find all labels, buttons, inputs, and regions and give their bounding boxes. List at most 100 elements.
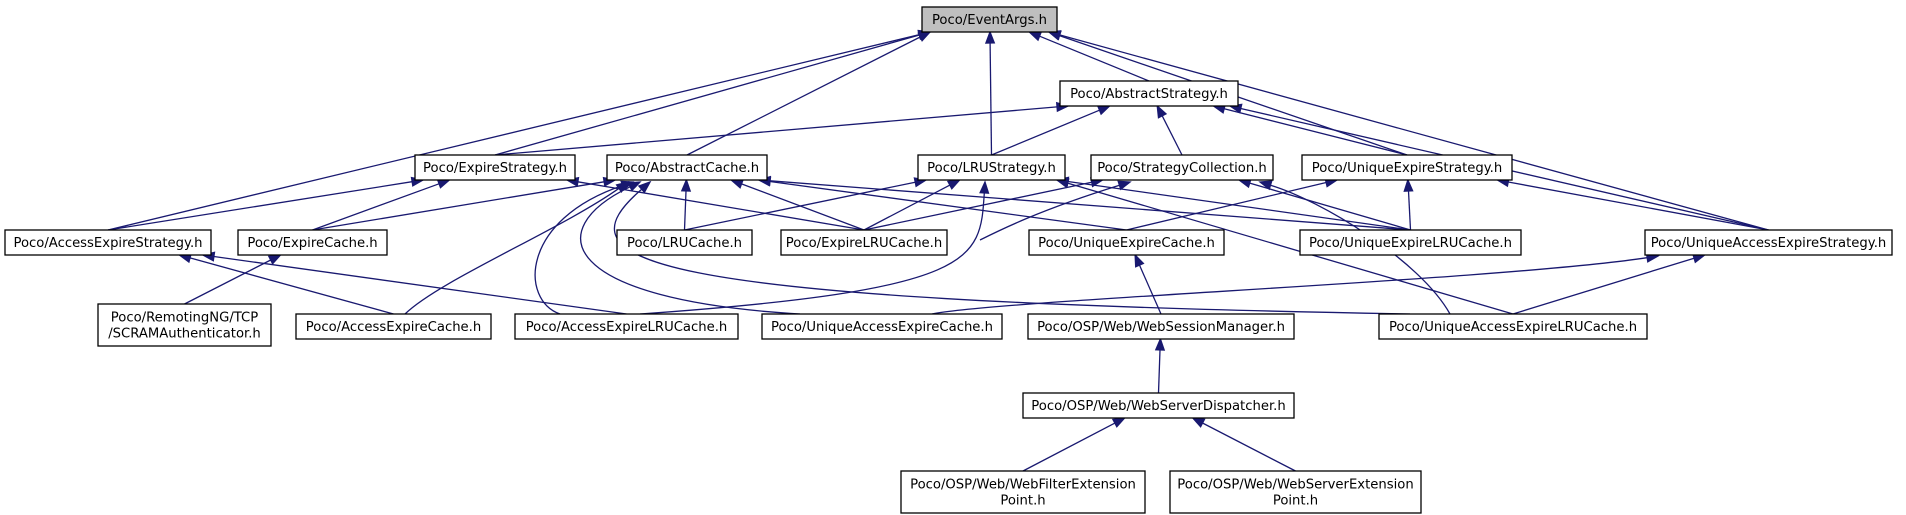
edge-line [989,42,993,156]
node-webserverdispatcher[interactable]: Poco/OSP/Web/WebServerDispatcher.h [1022,392,1295,419]
edge-line [580,186,801,315]
node-label: /SCRAMAuthenticator.h [108,327,261,342]
node-eventargs[interactable]: Poco/EventArgs.h [921,6,1058,33]
node-abstractcache[interactable]: Poco/AbstractCache.h [606,154,768,181]
node-label: Poco/UniqueExpireLRUCache.h [1309,236,1512,251]
edge-line [931,257,1648,315]
node-label: Poco/UniqueExpireCache.h [1038,236,1215,251]
node-uniqueaccessexpirelrucache[interactable]: Poco/UniqueAccessExpireLRUCache.h [1378,313,1648,340]
edge-line [1512,257,1695,315]
edge-line [1039,35,1150,82]
node-box [237,229,388,256]
edge-line [494,106,1058,156]
edge-line [769,180,1411,231]
edge-eventargs-to-lrustrategy [984,30,996,156]
edge-uniqueaccessexpirestrategy-to-uniqueaccessexpirecache [931,252,1660,315]
edge-line [1067,180,1411,231]
node-label: Poco/OSP/Web/WebServerExtension [1177,478,1413,493]
edge-arrowhead [1156,104,1168,119]
node-box [1301,154,1513,181]
edge-abstractstrategy-to-strategycollection [1156,104,1183,156]
node-box [514,313,739,340]
edge-abstractstrategy-to-lrustrategy [991,105,1112,156]
node-expirestrategy[interactable]: Poco/ExpireStrategy.h [414,154,576,181]
edge-arrowhead [979,180,990,194]
node-label: Poco/UniqueExpireStrategy.h [1312,161,1502,176]
node-label: Poco/OSP/Web/WebSessionManager.h [1037,320,1285,335]
node-uniqueaccessexpirestrategy[interactable]: Poco/UniqueAccessExpireStrategy.h [1644,229,1893,256]
edge-arrowhead [729,179,744,189]
node-uniqueexpirelrucache[interactable]: Poco/UniqueExpireLRUCache.h [1299,229,1522,256]
edge-arrowhead [680,178,692,192]
node-box [1059,80,1239,107]
node-box [4,229,212,256]
edge-lrustrategy-to-expirelrucache [863,179,962,231]
edge-arrowhead [1154,337,1166,351]
node-label: Poco/OSP/Web/WebFilterExtension [910,478,1136,493]
edge-line [1138,264,1162,315]
node-label: Poco/RemotingNG/TCP [111,311,258,326]
node-label: Poco/AbstractCache.h [615,161,759,176]
node-label: Poco/ExpireStrategy.h [423,161,567,176]
edge-webserverdispatcher-to-webserverextensionpoint [1191,417,1296,472]
edge-arrowhead [946,179,962,190]
node-accessexpirelrucache[interactable]: Poco/AccessExpireLRUCache.h [514,313,739,340]
node-scramauthenticator[interactable]: Poco/RemotingNG/TCP/SCRAMAuthenticator.h [97,303,272,347]
node-uniqueexpirecache[interactable]: Poco/UniqueExpireCache.h [1028,229,1225,256]
edge-line [686,36,921,156]
node-expirecache[interactable]: Poco/ExpireCache.h [237,229,388,256]
edge-expirestrategy-to-expirelrucache [565,176,865,231]
edge-line [979,184,1120,241]
node-label: Poco/StrategyCollection.h [1097,161,1267,176]
node-uniqueaccessexpirecache[interactable]: Poco/UniqueAccessExpireCache.h [761,313,1003,340]
edge-arrowhead [267,254,283,265]
node-accessexpirestrategy[interactable]: Poco/AccessExpireStrategy.h [4,229,212,256]
edge-line [1126,181,1327,231]
node-lrucache[interactable]: Poco/LRUCache.h [616,229,753,256]
edge-arrowhead [1403,178,1414,192]
node-accessexpirecache[interactable]: Poco/AccessExpireCache.h [295,313,492,340]
node-abstractstrategy[interactable]: Poco/AbstractStrategy.h [1059,80,1239,107]
node-label: Poco/UniqueAccessExpireCache.h [771,320,993,335]
node-label: Poco/ExpireCache.h [247,236,377,251]
node-box [1022,392,1295,419]
node-box [761,313,1003,340]
edge-eventargs-to-accessexpirestrategy [107,29,932,231]
edge-arrowhead [1096,105,1112,116]
edge-line [683,190,687,231]
edge-line [184,259,271,305]
node-box [1644,229,1893,256]
edge-line [404,187,620,315]
node-label: Poco/OSP/Web/WebServerDispatcher.h [1031,399,1285,414]
node-uniqueexpirestrategy[interactable]: Poco/UniqueExpireStrategy.h [1301,154,1513,181]
edge-arrowhead [436,179,452,189]
node-lrustrategy[interactable]: Poco/LRUStrategy.h [917,154,1066,181]
edge-strategycollection-to-accessexpirelrucache [979,180,1132,241]
edge-expirecache-to-scramauthenticator [184,254,283,305]
edge-eventargs-to-abstractcache [686,31,932,156]
node-box [1169,470,1422,514]
node-strategycollection[interactable]: Poco/StrategyCollection.h [1090,154,1274,181]
edge-abstractstrategy-to-expirestrategy [494,101,1070,156]
node-expirelrucache[interactable]: Poco/ExpireLRUCache.h [780,229,948,256]
edge-line [991,109,1100,156]
edge-line [189,257,394,315]
node-label: Poco/EventArgs.h [932,13,1047,28]
node-label: Poco/AccessExpireCache.h [306,320,481,335]
node-box [780,229,948,256]
edge-accessexpirestrategy-to-accessexpirecache [177,253,394,315]
edge-line [494,34,920,156]
edge-line [213,255,627,315]
edge-lrustrategy-to-uniqueaccessexpirelrucache [1055,178,1514,315]
edge-line [741,183,865,231]
node-box [1027,313,1295,340]
edge-abstractcache-to-expirelrucache [729,179,865,231]
node-box [97,303,272,347]
node-box [1378,313,1648,340]
node-websessionmanager[interactable]: Poco/OSP/Web/WebSessionManager.h [1027,313,1295,340]
node-box [606,154,768,181]
edge-arrowhead [1191,417,1206,428]
node-label: Poco/LRUStrategy.h [927,161,1056,176]
